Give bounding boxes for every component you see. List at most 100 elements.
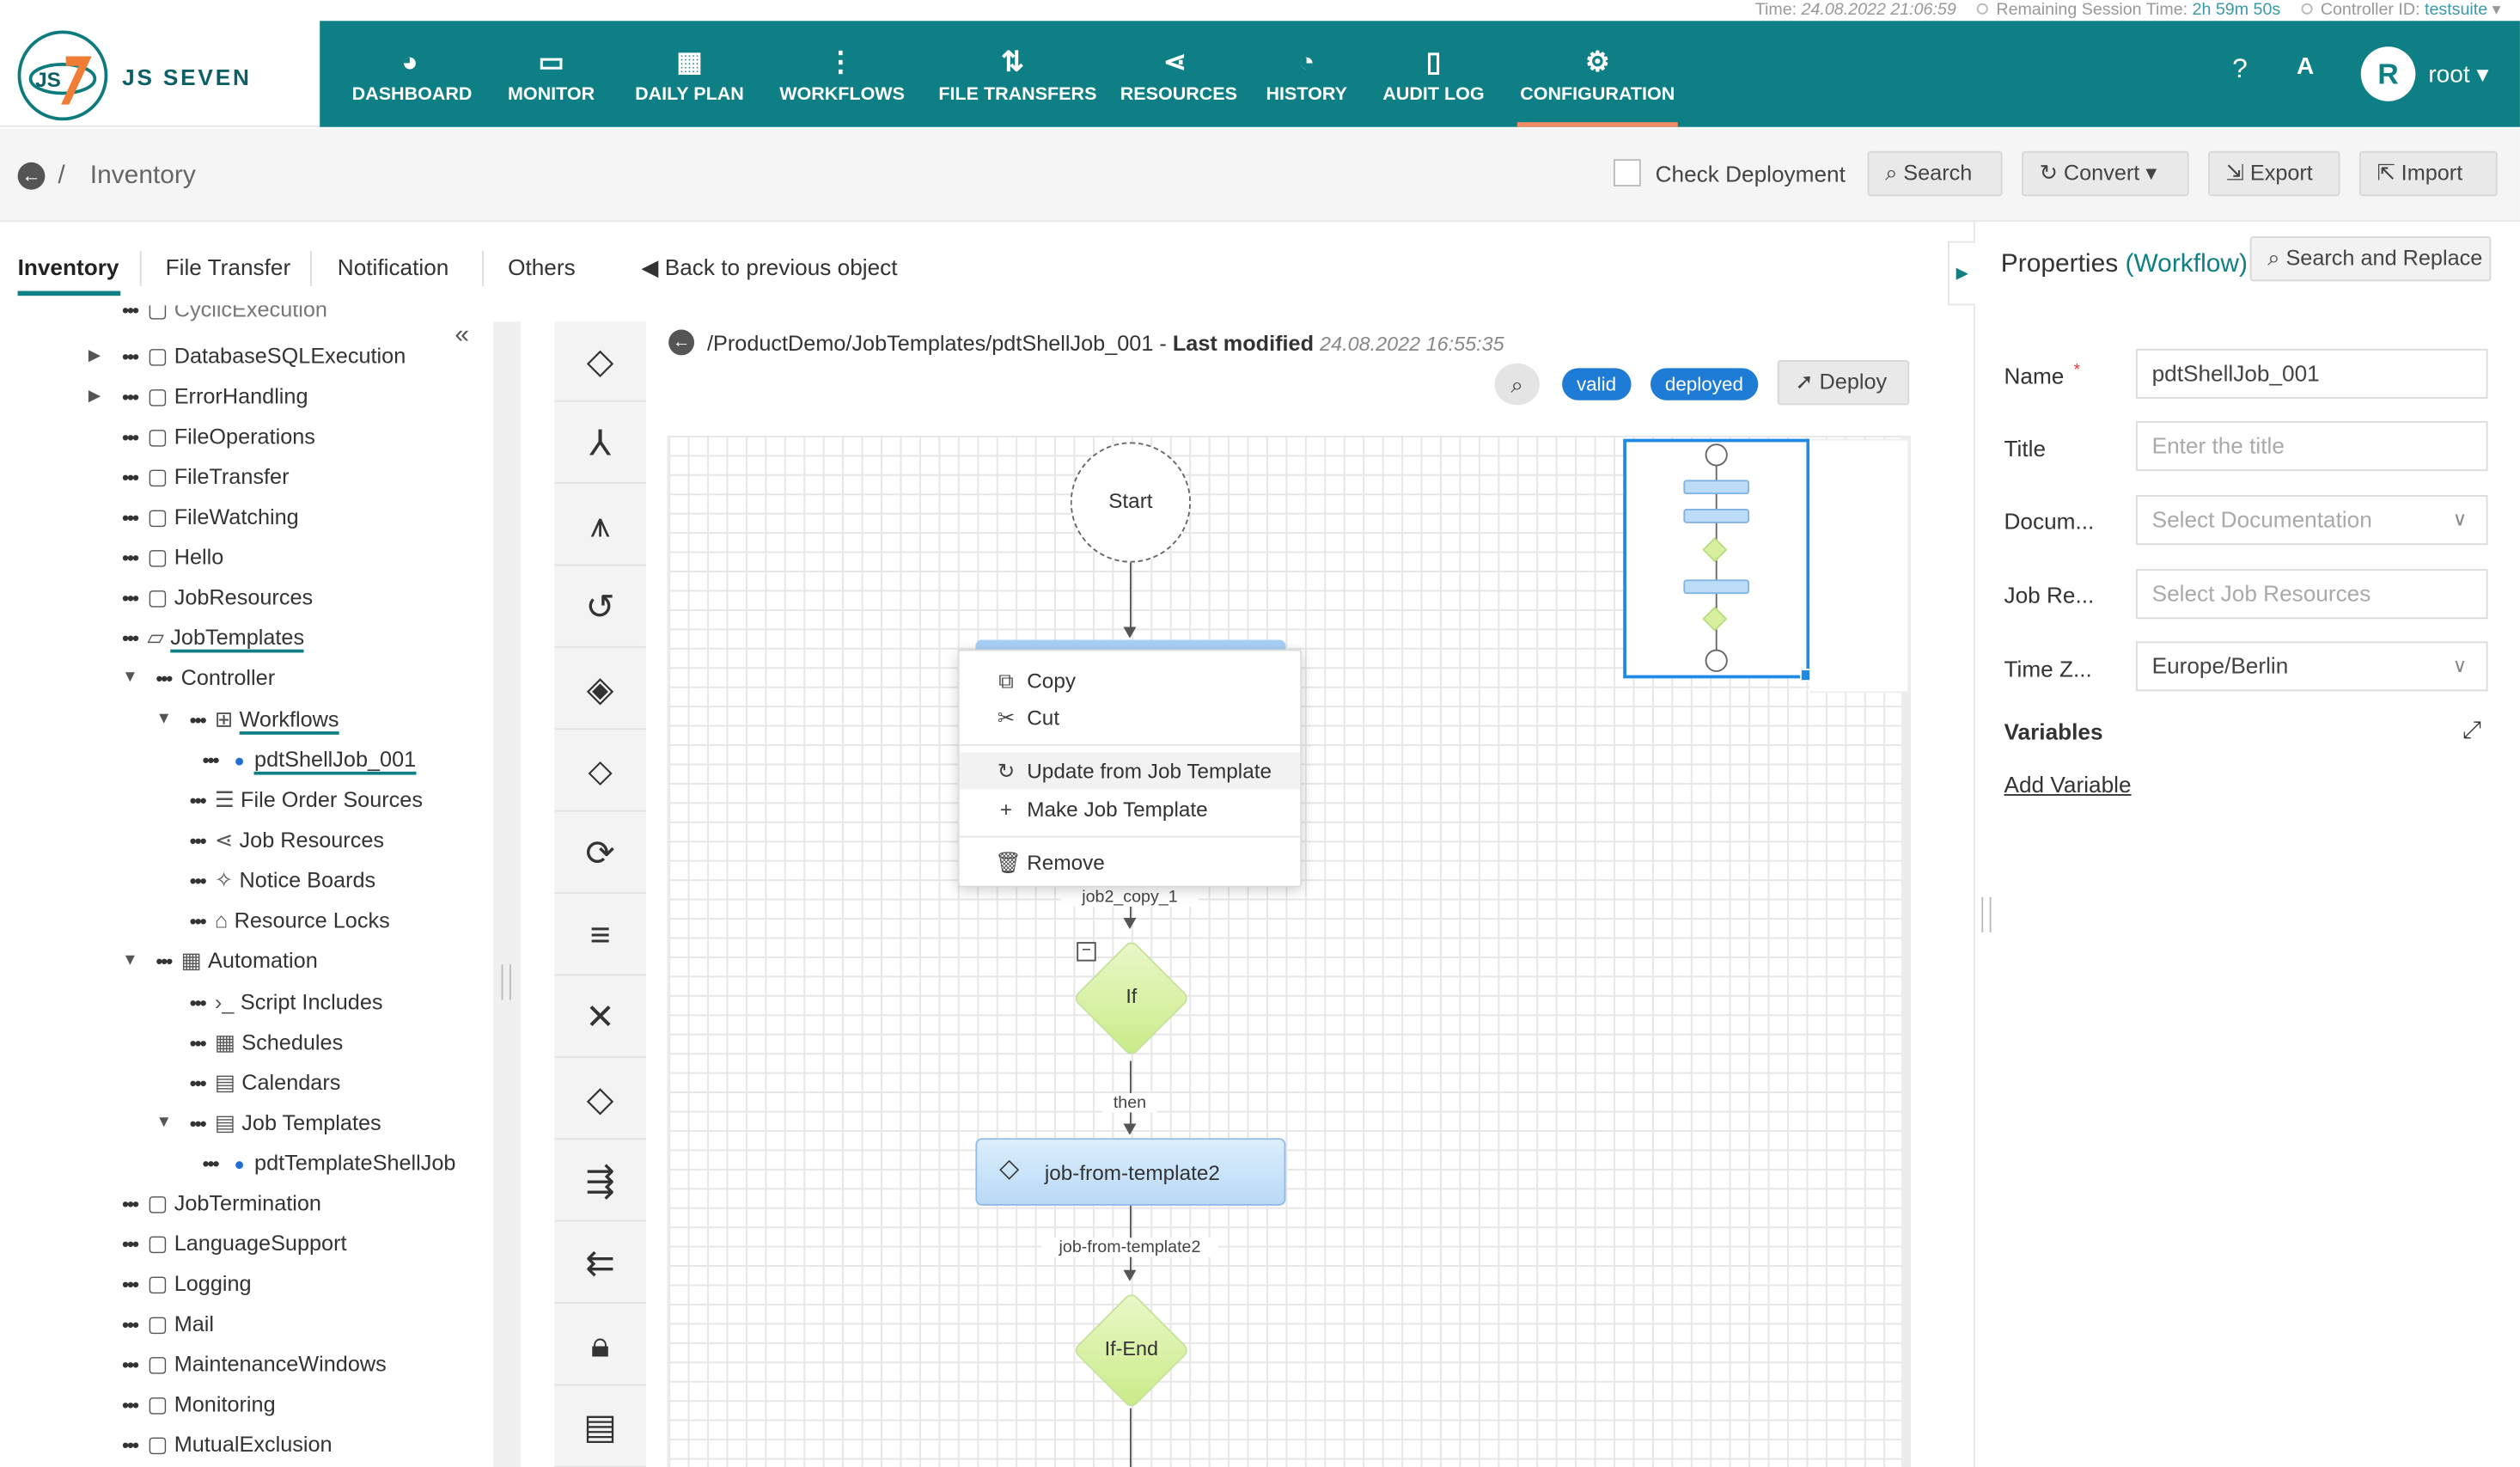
more-options-icon[interactable]: •••	[189, 829, 207, 853]
tree-item[interactable]: •••●pdtTemplateShellJob	[203, 1146, 456, 1182]
tree-item[interactable]: •••▢Hello	[122, 540, 223, 575]
more-options-icon[interactable]: •••	[202, 749, 220, 772]
nav-workflows[interactable]: ⋮WORKFLOWS	[779, 21, 905, 126]
menu-remove[interactable]: 🗑︎Remove	[960, 844, 1301, 881]
more-options-icon[interactable]: •••	[189, 1072, 207, 1095]
tree-item[interactable]: •••▢FileTransfer	[122, 460, 289, 495]
title-input[interactable]: Enter the title	[2135, 421, 2488, 472]
tree-toggle-icon[interactable]: ▼	[122, 669, 138, 687]
start-node[interactable]: Start	[1070, 442, 1192, 563]
menu-cut[interactable]: ✂Cut	[960, 700, 1301, 737]
back-arrow-icon[interactable]: ←	[17, 162, 46, 190]
import-button[interactable]: ⇱ Import	[2358, 150, 2498, 197]
tree-toggle-icon[interactable]: ▶	[88, 387, 101, 406]
tab-file-transfer[interactable]: File Transfer	[165, 254, 291, 280]
search-replace-button[interactable]: ⌕ Search and Replace	[2249, 235, 2492, 282]
more-options-icon[interactable]: •••	[122, 1433, 139, 1457]
collapse-if-icon[interactable]: −	[1077, 942, 1096, 962]
export-button[interactable]: ⇲ Export	[2208, 150, 2340, 197]
more-options-icon[interactable]: •••	[122, 506, 139, 529]
nav-monitor[interactable]: ▭MONITOR	[503, 21, 599, 126]
fork-instruction-icon[interactable]: ⅄	[554, 403, 646, 485]
more-options-icon[interactable]: •••	[189, 1112, 207, 1135]
more-options-icon[interactable]: •••	[122, 1232, 139, 1256]
more-options-icon[interactable]: •••	[122, 466, 139, 489]
back-to-previous-link[interactable]: ◀ Back to previous object	[641, 254, 898, 280]
fork-list-icon[interactable]: ⩚	[554, 486, 646, 566]
tree-item[interactable]: •••▢ErrorHandling	[122, 379, 308, 414]
collapse-tree-icon[interactable]: «	[455, 321, 470, 349]
tree-scrollbar[interactable]	[493, 321, 522, 1467]
tree-item[interactable]: •••●pdtShellJob_001	[203, 743, 417, 778]
tree-item[interactable]: •••▤Calendars	[190, 1066, 341, 1101]
add-to-list-icon[interactable]: ▤	[554, 1387, 646, 1467]
name-input[interactable]: pdtShellJob_001	[2135, 348, 2488, 399]
tab-inventory[interactable]: Inventory	[17, 254, 119, 280]
tree-toggle-icon[interactable]: ▼	[122, 951, 138, 969]
tree-item[interactable]: •••▦Automation	[156, 944, 317, 979]
menu-copy[interactable]: ⧉Copy	[960, 663, 1301, 700]
try-catch-icon[interactable]: ◈	[554, 650, 646, 730]
more-options-icon[interactable]: •••	[189, 869, 207, 893]
panel-toggle-icon[interactable]: ▶	[1948, 241, 1975, 306]
tree-item-partial[interactable]: •••▢CyclicExecution	[122, 305, 327, 327]
tree-item[interactable]: •••▢Monitoring	[122, 1387, 275, 1422]
more-options-icon[interactable]: •••	[189, 1031, 207, 1055]
tree-item[interactable]: •••Controller	[156, 661, 275, 696]
more-options-icon[interactable]: •••	[122, 425, 139, 449]
add-variable-link[interactable]: Add Variable	[2004, 771, 2132, 798]
post-notice-icon[interactable]: ⇶	[554, 1141, 646, 1222]
tree-item[interactable]: •••▢FileOperations	[122, 419, 315, 455]
more-options-icon[interactable]: •••	[189, 909, 207, 932]
retry-icon[interactable]: ↺	[554, 567, 646, 648]
expect-notice-icon[interactable]: ⇇	[554, 1223, 646, 1304]
more-options-icon[interactable]: •••	[122, 627, 139, 650]
job-node[interactable]: ◇ job-from-template2	[975, 1138, 1286, 1206]
tree-item[interactable]: •••›_Script Includes	[190, 986, 383, 1021]
tree-item[interactable]: •••⋖Job Resources	[190, 823, 384, 859]
tree-item[interactable]: •••⊞Workflows	[190, 702, 339, 737]
tree-item[interactable]: •••▢JobTermination	[122, 1186, 321, 1221]
more-options-icon[interactable]: •••	[189, 708, 207, 732]
lock-icon[interactable]: 🔒︎	[554, 1305, 646, 1386]
back-arrow-icon[interactable]: ←	[668, 329, 695, 356]
tree-item[interactable]: •••▢LanguageSupport	[122, 1226, 346, 1262]
more-options-icon[interactable]: •••	[122, 1313, 139, 1336]
more-options-icon[interactable]: •••	[202, 1152, 220, 1176]
job-resources-select[interactable]: Select Job Resources	[2135, 569, 2488, 620]
if-instruction-icon[interactable]: ⬦	[554, 731, 646, 812]
nav-file-transfers[interactable]: ⇅FILE TRANSFERS	[938, 21, 1096, 126]
deploy-button[interactable]: ➚ Deploy	[1777, 359, 1910, 406]
tree-item[interactable]: •••▦Schedules	[190, 1025, 343, 1061]
workflow-minimap[interactable]	[1623, 438, 1813, 682]
time-zone-select[interactable]: Europe/Berlin∨	[2135, 641, 2488, 692]
job-instruction-icon[interactable]: ◇	[554, 321, 646, 402]
more-options-icon[interactable]: •••	[122, 546, 139, 570]
tree-item[interactable]: •••✧Notice Boards	[190, 863, 375, 898]
tree-item[interactable]: •••▢DatabaseSQLExecution	[122, 339, 406, 375]
more-options-icon[interactable]: •••	[122, 1353, 139, 1377]
more-options-icon[interactable]: •••	[122, 1273, 139, 1296]
nav-audit-log[interactable]: ▯AUDIT LOG	[1382, 21, 1486, 126]
more-options-icon[interactable]: •••	[156, 950, 173, 973]
tree-item[interactable]: •••▢MutualExclusion	[122, 1427, 332, 1463]
help-icon[interactable]: ?	[2232, 52, 2248, 84]
tree-item[interactable]: •••☰File Order Sources	[190, 783, 423, 818]
splitter-handle[interactable]	[501, 964, 511, 1000]
tree-item[interactable]: •••⌂Resource Locks	[190, 903, 390, 938]
more-options-icon[interactable]: •••	[122, 345, 139, 369]
more-options-icon[interactable]: •••	[122, 385, 139, 409]
tree-item[interactable]: •••▢MaintenanceWindows	[122, 1347, 387, 1382]
app-logo[interactable]: JS JS SEVEN	[0, 21, 320, 127]
nav-history[interactable]: ◔HISTORY	[1265, 21, 1348, 126]
more-options-icon[interactable]: •••	[122, 1393, 139, 1416]
tree-item[interactable]: •••▢Logging	[122, 1267, 251, 1302]
nav-resources[interactable]: ⋖RESOURCES	[1120, 21, 1237, 126]
nav-daily-plan[interactable]: ▦DAILY PLAN	[635, 21, 744, 126]
tree-toggle-icon[interactable]: ▼	[156, 710, 172, 729]
more-options-icon[interactable]: •••	[156, 667, 173, 690]
more-options-icon[interactable]: •••	[122, 586, 139, 609]
menu-make-template[interactable]: +Make Job Template	[960, 791, 1301, 828]
tree-item[interactable]: •••▱JobTemplates	[122, 620, 305, 656]
nav-configuration[interactable]: ⚙CONFIGURATION	[1516, 21, 1678, 127]
